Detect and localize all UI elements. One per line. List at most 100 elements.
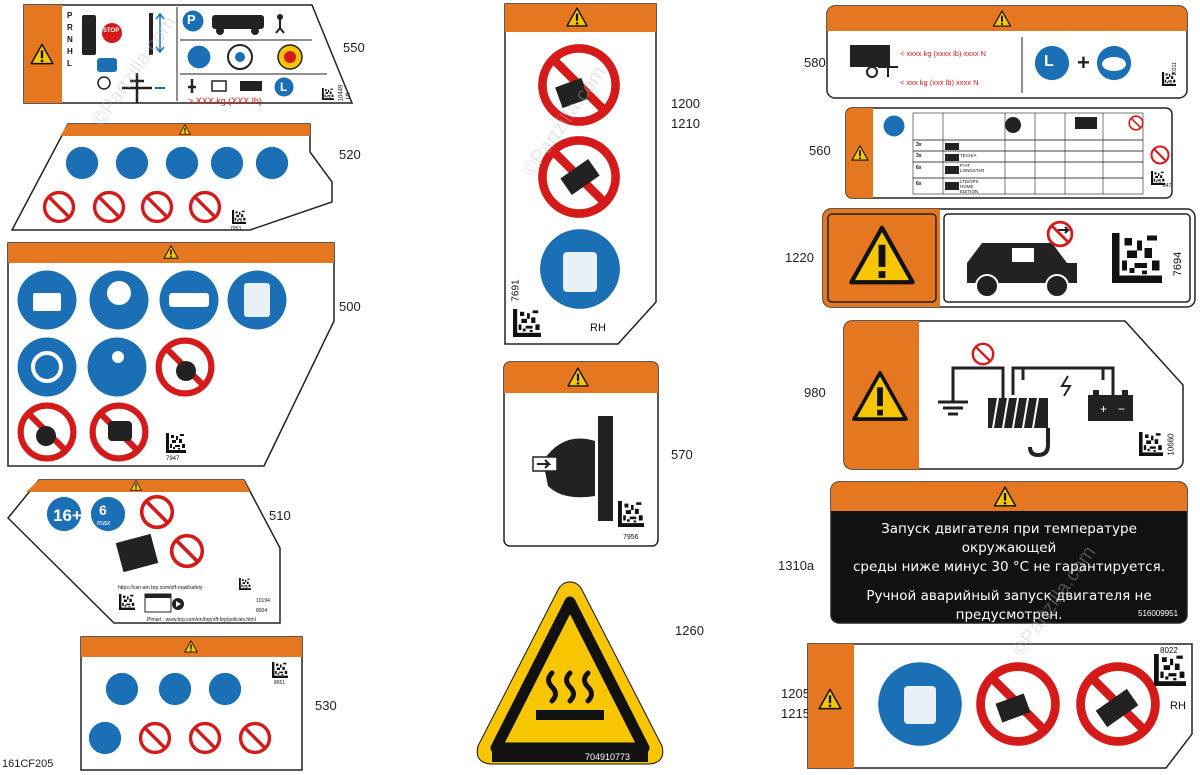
decal-1260 [476,581,664,765]
safety-url: https://can-am.brp.com/off-road/safety [118,585,203,591]
qr-code [272,662,288,678]
read-manual-icon [65,146,99,180]
qr-code [119,594,135,610]
row-label-2: 3x [916,153,922,159]
max-people-text: 6 [99,502,107,518]
code-520: 7953 [230,226,242,232]
part-label-1200: 1200 [671,96,700,111]
no-ground-connection-icon [971,342,995,366]
qr-code [1112,233,1162,283]
hearing-protection-icon [158,672,192,706]
shift-letter-h: H [67,47,73,56]
seatbelt-icon [165,146,199,180]
decal-580 [826,5,1188,99]
code-580: 10311 [1171,62,1178,76]
decal-980: +− [843,320,1184,470]
code-1310a: 516009951 [1138,609,1179,618]
part-label-1210: 1210 [671,116,700,131]
code-1260: 704910773 [585,752,631,762]
shift-letter-n: N [67,35,73,44]
part-label-570: 570 [671,447,693,462]
qr-code [513,309,541,337]
hearing-protection-icon [115,146,149,180]
seat-net-icon [210,146,244,180]
warning-text-1310a: Запуск двигателя при температуре окружаю… [834,520,1184,625]
suffix-550: S [345,92,351,101]
decal-520 [10,123,333,231]
plus-sign: + [1077,50,1090,75]
warning-line-1: Запуск двигателя при температуре окружаю… [881,521,1137,556]
code-980: 10660 [1166,433,1176,456]
row-name-4: LTD/DPS HOME EDITION [960,179,979,194]
decal-560 [845,107,1173,199]
part-label-530: 530 [315,698,337,713]
read-manual-icon [883,115,905,137]
stay-inside-icon [88,721,122,755]
qr-code [166,433,186,453]
no-overload-icon [1128,115,1144,131]
part-label-560: 560 [809,143,831,158]
low-range-letter: L [280,80,288,94]
diagram-code: 161CF205 [2,758,54,770]
decal-510 [6,479,281,624]
decal-1200-1210 [504,3,657,345]
code-1205: 8022 [1160,646,1178,655]
url-note: Plmart : www.brp.com/en/brp/off-brp/poli… [147,617,256,623]
no-exit-while-moving-icon [1046,220,1074,248]
code-1200: 7691 [510,279,522,302]
weight-line-2: < xxx kg (xxx lb) xxxx N [900,78,979,87]
row-name-3: P-AT LONGSTAR [960,163,985,173]
no-hands-out-icon [92,190,126,224]
decal-530 [80,636,303,771]
row-label-3: 6x [916,165,922,171]
helmet-goggles-icon [105,672,139,706]
part-label-580: 580 [804,55,826,70]
shift-letter-r: R [67,23,73,32]
side-1205: RH [1170,700,1186,712]
qr-code [1139,432,1163,456]
svg-text:+: + [1100,402,1107,416]
hot-surface-icon [546,670,594,704]
no-passenger-icon [140,190,174,224]
code-500: 7947 [166,456,180,462]
code-1220: 7694 [1172,251,1185,277]
row-label-4: 6x [916,181,922,187]
age-text: 16+ [53,506,82,525]
part-label-980: 980 [804,385,826,400]
shift-letter-p: P [67,11,73,20]
part-label-1220: 1220 [785,250,814,265]
part-label-1215: 1215 [781,706,810,721]
stop-text: STOP [103,28,120,34]
qr-code [232,210,246,224]
no-passenger-icon [188,721,222,755]
part-label-510: 510 [269,508,291,523]
code-510-b: 8004 [256,608,268,614]
no-arms-out-icon [42,190,76,224]
side-1200: RH [590,322,606,334]
part-label-500: 500 [339,299,361,314]
svg-text:−: − [1118,402,1125,416]
decal-570 [503,361,659,547]
no-paved-roads-icon [169,533,205,569]
part-label-1310a: 1310a [778,558,815,573]
qr-code-small [239,578,251,590]
low-range-letter: L [1044,53,1054,70]
decal-500 [7,242,335,467]
parking-letter: P [187,12,196,27]
weight-text-550: > XXX kg (XXX lb) [188,96,262,106]
part-label-520: 520 [339,147,361,162]
decal-1205-1215 [807,643,1193,769]
weight-line-1: < xxxx kg (xxxx lb) xxxx N [900,49,987,58]
shift-pattern: P R N H L [67,10,75,70]
stay-inside-icon [87,337,147,397]
part-label-1205: 1205 [781,686,810,701]
seatbelt-icon [208,672,242,706]
code-510-a: 10194 [256,598,270,604]
stay-inside-icon [255,146,289,180]
no-drinking-icon [238,721,272,755]
warning-line-4: предусмотрен. [955,607,1063,623]
decal-1220 [822,208,1196,308]
row-name-2: TECH/A [960,153,977,158]
code-550: 10449 [338,84,345,102]
no-drinking-icon [188,190,222,224]
